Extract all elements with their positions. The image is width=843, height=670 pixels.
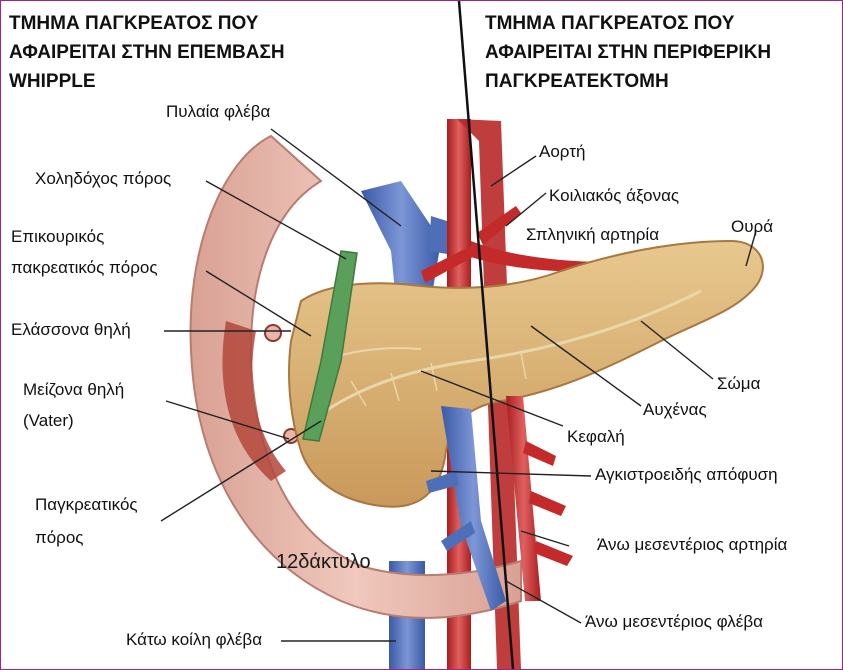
label-head: Κεφαλή: [567, 426, 625, 447]
label-minor-papilla: Ελάσσονα θηλή: [11, 319, 131, 340]
label-ivc: Κάτω κοίλη φλέβα: [126, 629, 262, 650]
label-pancreatic-duct: Παγκρεατικός πόρος: [35, 494, 138, 548]
label-body: Σώμα: [717, 373, 760, 394]
label-duodenum: 12δάκτυλο: [276, 552, 371, 573]
label-portal-vein: Πυλαία φλέβα: [166, 101, 270, 122]
label-uncinate: Αγκιστροειδής απόφυση: [595, 464, 778, 485]
label-sma: Άνω μεσεντέριος αρτηρία: [597, 534, 787, 555]
label-tail: Ουρά: [731, 216, 773, 237]
label-celiac-axis: Κοιλιακός άξονας: [549, 185, 679, 206]
label-neck: Αυχένας: [643, 399, 707, 420]
heading-left: ΤΜΗΜΑ ΠΑΓΚΡΕΑΤΟΣ ΠΟΥ ΑΦΑΙΡΕΙΤΑΙ ΣΤΗΝ ΕΠΕ…: [9, 9, 285, 96]
label-splenic-artery: Σπληνική αρτηρία: [526, 224, 659, 245]
label-smv: Άνω μεσεντέριος φλέβα: [585, 611, 763, 632]
heading-right: ΤΜΗΜΑ ΠΑΓΚΡΕΑΤΟΣ ΠΟΥ ΑΦΑΙΡΕΙΤΑΙ ΣΤΗΝ ΠΕΡ…: [485, 9, 771, 96]
label-aorta: Αορτή: [539, 141, 585, 162]
label-accessory-duct: Επικουρικός πακρεατικός πόρος: [11, 226, 158, 278]
label-common-bile-duct: Χοληδόχος πόρος: [35, 168, 171, 189]
label-major-papilla: Μείζονα θηλή (Vater): [23, 379, 124, 431]
